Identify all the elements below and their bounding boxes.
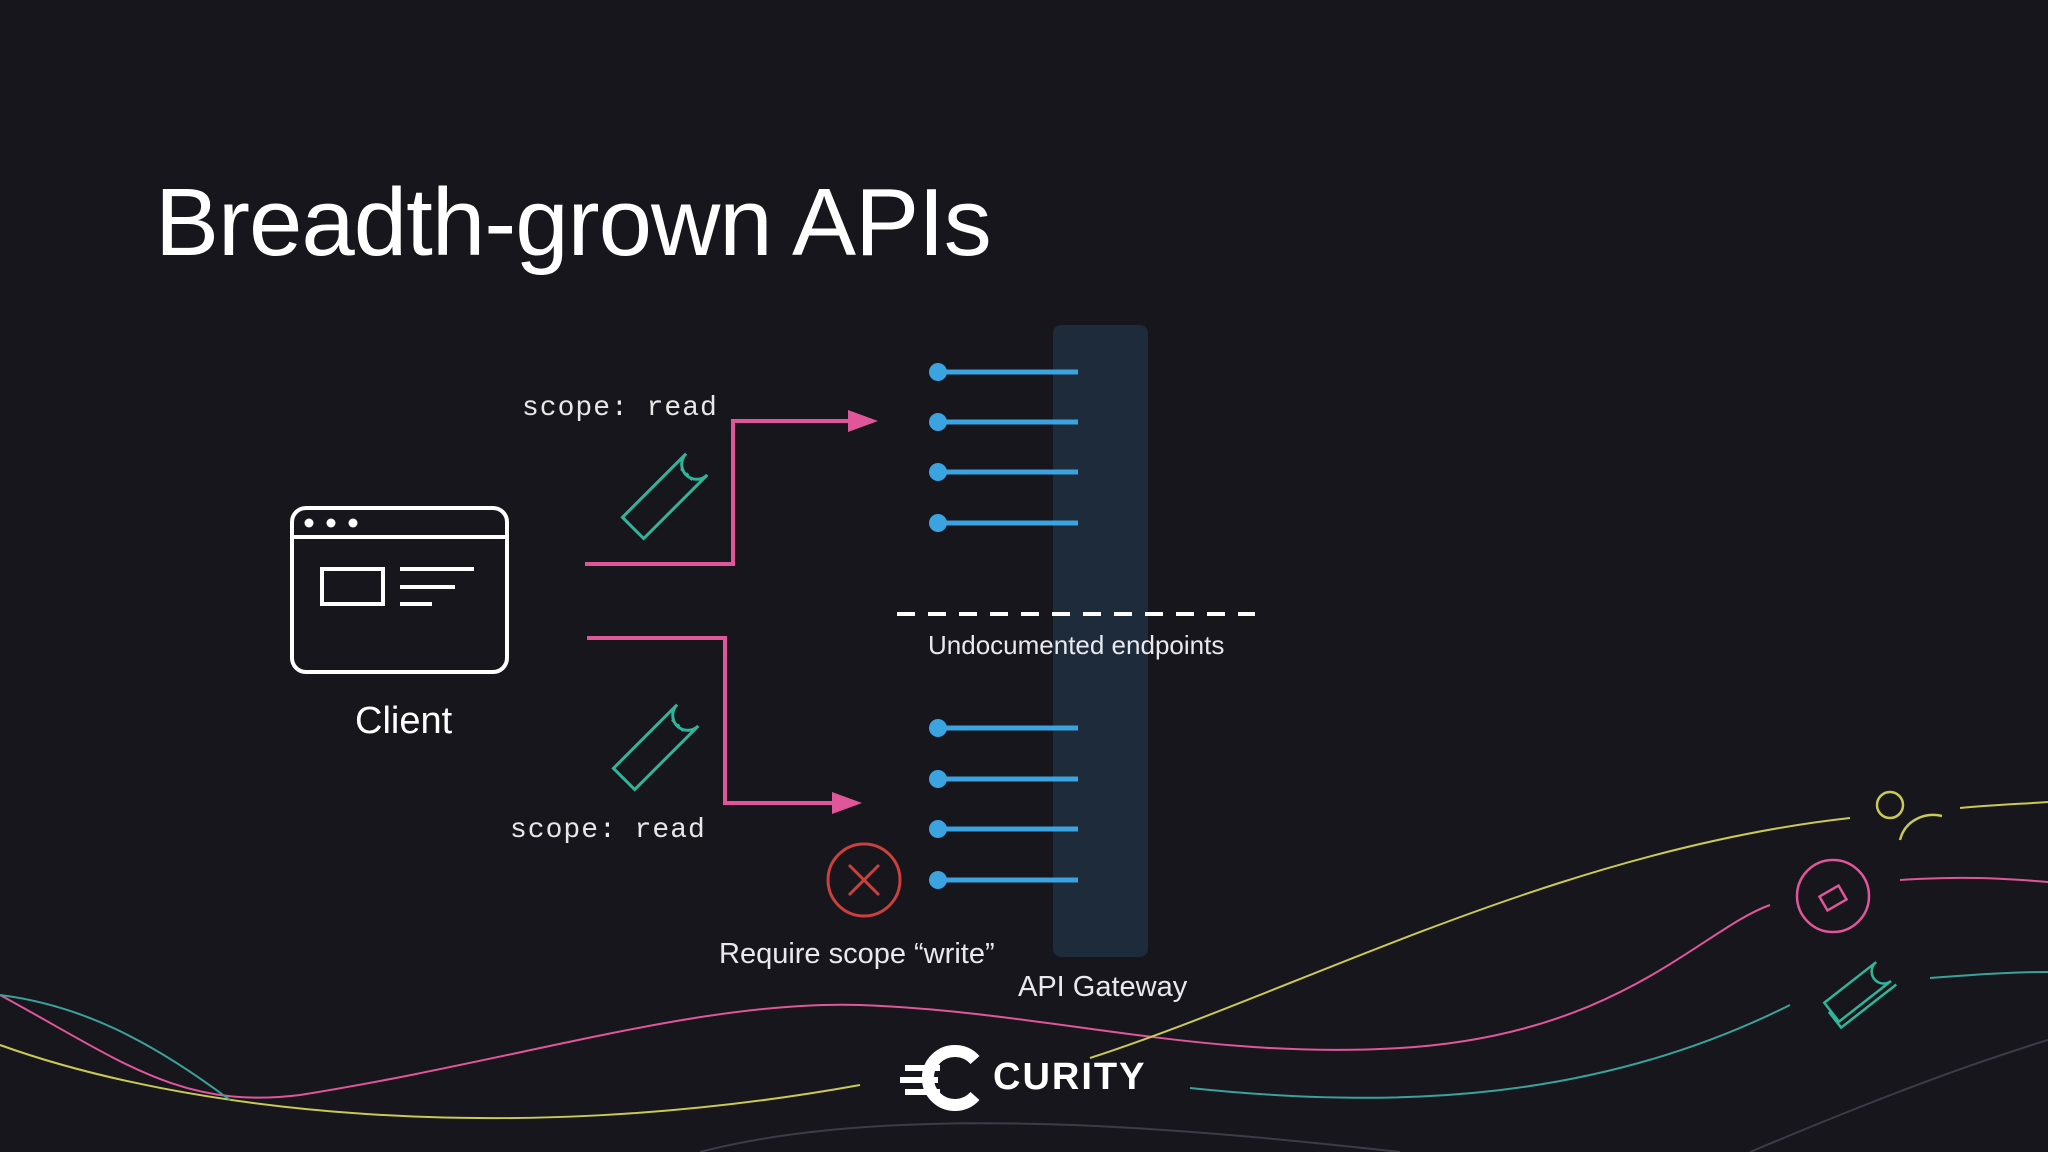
client-label: Client [355,700,453,742]
scope-label-top: scope: read [522,393,718,424]
endpoint [929,820,1078,838]
ticket-icon [620,452,709,541]
scope-label-bottom: scope: read [510,815,706,846]
users-icon [1875,790,1943,841]
endpoint [929,413,1078,431]
endpoint [929,363,1078,381]
endpoint [929,871,1078,889]
lock-badge-icon [1795,858,1871,934]
documented-endpoints [929,363,1078,532]
api-gateway-bar [1053,325,1148,957]
endpoint [929,719,1078,737]
brand-name: CURITY [993,1056,1147,1098]
undocumented-endpoints-label: Undocumented endpoints [928,630,1225,660]
slide-title: Breadth-grown APIs [155,169,992,276]
endpoint [929,770,1078,788]
endpoint [929,463,1078,481]
api-gateway-label: API Gateway [1018,971,1188,1003]
undocumented-endpoints [929,719,1078,889]
browser-window-icon [290,506,509,674]
ticket-icon [611,703,700,792]
decorative-waves [0,801,2048,1152]
request-arrow-top [585,410,878,566]
ticket-stack-icon [1822,961,1898,1030]
require-scope-label: Require scope “write” [719,938,995,970]
request-arrow-bottom [587,636,862,814]
curity-logo-icon [900,1045,980,1111]
x-circle-icon [826,842,902,918]
endpoint [929,514,1078,532]
